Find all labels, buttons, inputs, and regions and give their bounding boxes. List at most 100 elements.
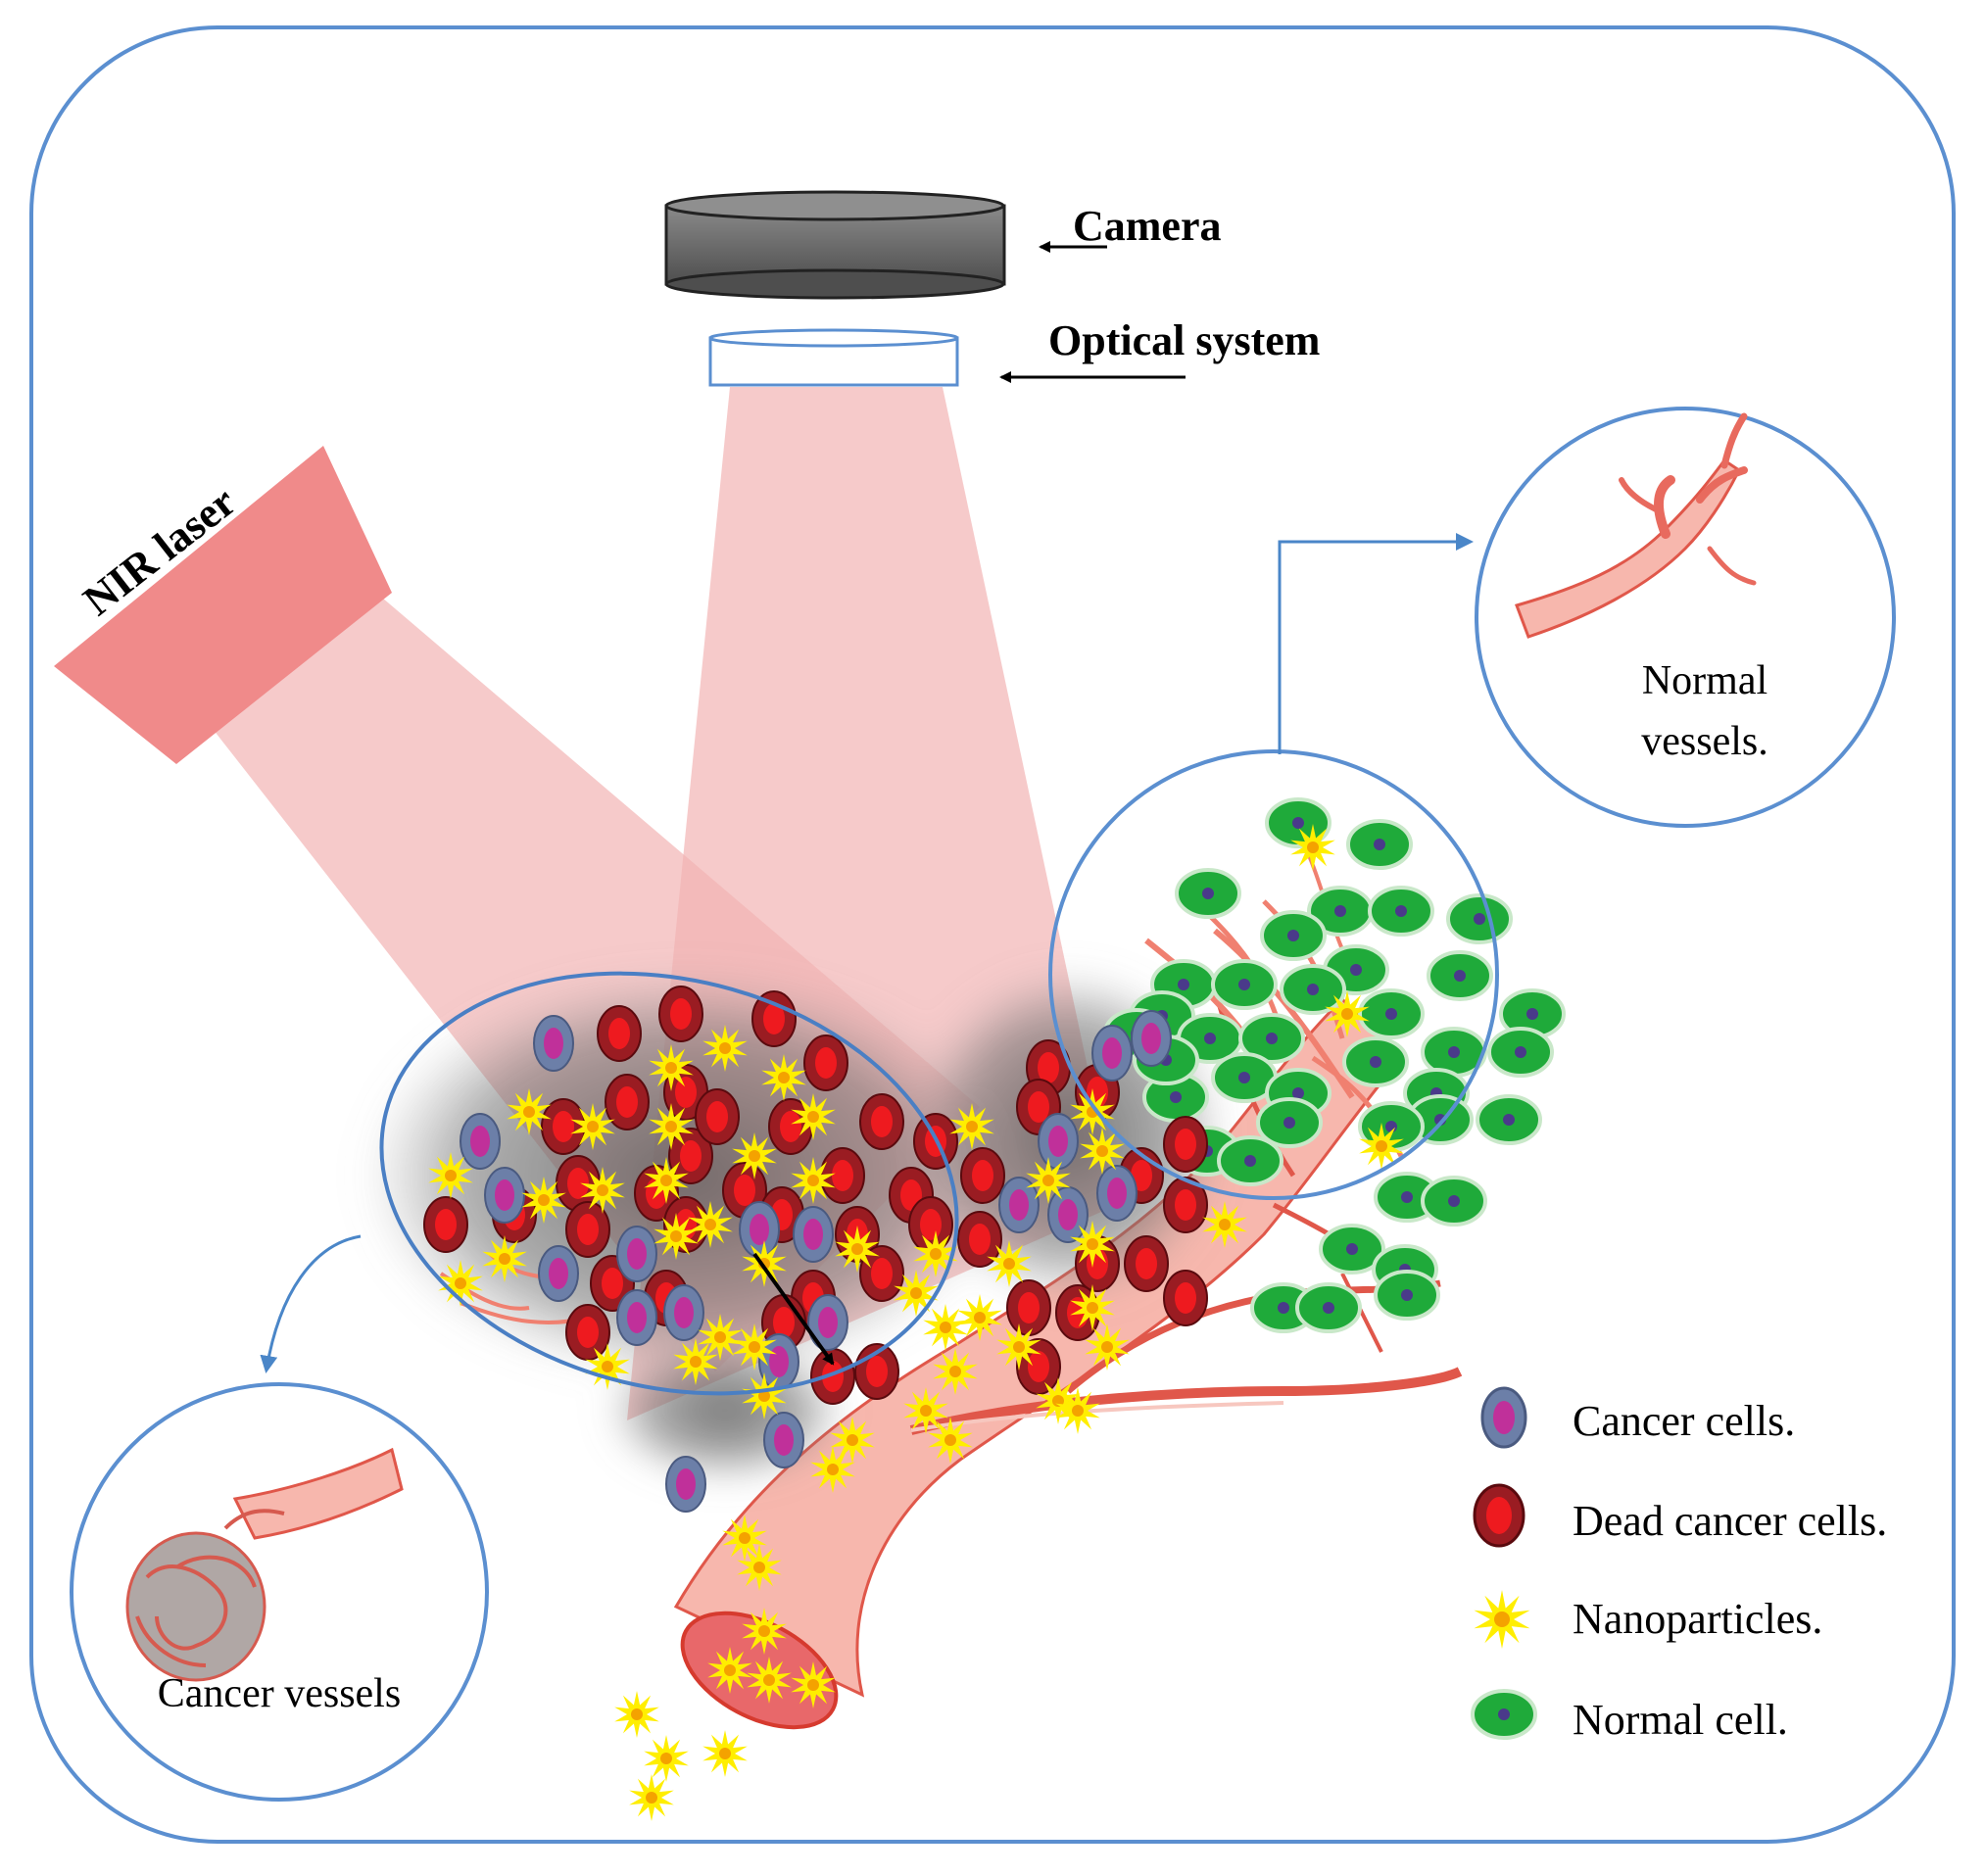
normal-cell	[1217, 1135, 1283, 1186]
cancer-cell	[663, 1284, 704, 1341]
dead-cancer-cell	[859, 1093, 904, 1150]
nanoparticle	[1325, 990, 1370, 1037]
nanoparticle	[507, 1088, 552, 1135]
dead-cancer-cell	[1163, 1270, 1208, 1326]
cancer-cell	[538, 1245, 579, 1302]
dead-cancer-cell	[1006, 1279, 1051, 1336]
nir-laser-icon	[54, 446, 392, 764]
normal-cell	[1476, 1094, 1542, 1145]
nanoparticle	[949, 1103, 994, 1150]
tumor-arrow	[752, 1252, 835, 1366]
nanoparticle	[747, 1657, 792, 1704]
nanoparticle	[1085, 1323, 1130, 1371]
nanoparticle	[673, 1338, 718, 1385]
nanoparticle	[438, 1260, 483, 1307]
nanoparticle	[1290, 824, 1335, 871]
normal-vessels-connector	[1278, 533, 1474, 754]
normal-vessels-label-line2: vessels.	[1641, 719, 1768, 764]
nanoparticle	[894, 1270, 939, 1317]
cancer-cell	[807, 1294, 848, 1351]
dead-cancer-cell	[908, 1196, 953, 1253]
normal-cell	[1427, 950, 1493, 1001]
cancer-cell	[616, 1289, 657, 1346]
dead-cancer-cell	[957, 1211, 1002, 1268]
cancer-cell	[1096, 1165, 1138, 1222]
nanoparticle	[654, 1213, 699, 1260]
camera-device-icon	[664, 190, 1006, 300]
nanoparticle	[1036, 1377, 1081, 1424]
dead-cancer-cell	[658, 986, 703, 1042]
dead-cancer-cell	[810, 1348, 855, 1405]
nanoparticle	[1080, 1128, 1125, 1175]
nanoparticle	[1055, 1387, 1100, 1434]
dead-cancer-cell	[751, 990, 797, 1047]
dead-cancer-cell	[960, 1147, 1005, 1204]
cancer-cell	[1038, 1113, 1079, 1170]
nanoparticle	[742, 1372, 787, 1419]
nanoparticle	[644, 1735, 689, 1782]
normal-cell	[1487, 1027, 1554, 1078]
normal-cell	[1319, 1224, 1385, 1275]
normal-cell	[1446, 893, 1513, 944]
normal-cell	[1260, 910, 1327, 961]
normal-cell	[1295, 1282, 1362, 1333]
cancer-cell	[739, 1201, 780, 1258]
nanoparticle	[702, 1730, 748, 1777]
cancer-cell	[460, 1113, 501, 1170]
legend-label-cancer: Cancer cells.	[1573, 1397, 1795, 1445]
nanoparticle	[791, 1157, 836, 1204]
cancer-cell	[484, 1167, 525, 1224]
cancer-cell	[758, 1333, 799, 1390]
normal-vessels-inset	[1475, 407, 1896, 828]
normal-cell	[1421, 1176, 1487, 1227]
dead-cancer-cell	[565, 1201, 610, 1258]
normal-vessel-icon	[1515, 412, 1757, 639]
nanoparticle	[987, 1240, 1032, 1287]
legend-label-nano: Nanoparticles.	[1573, 1595, 1822, 1643]
nanoparticle	[629, 1774, 674, 1821]
normal-tissue-zoom-circle	[1048, 749, 1499, 1200]
dead-cancer-cell	[1124, 1235, 1169, 1292]
nanoparticle	[644, 1157, 689, 1204]
nanoparticle	[1359, 1123, 1404, 1170]
nanoparticle	[913, 1230, 958, 1277]
legend-item-normal: Normal cell.	[1471, 1689, 1788, 1744]
nanoparticle	[903, 1387, 948, 1434]
normal-cell	[1175, 868, 1241, 919]
nanoparticle	[482, 1235, 527, 1282]
dead-cancer-cell	[859, 1245, 904, 1302]
nanoparticle	[688, 1201, 733, 1248]
nanoparticle	[1070, 1284, 1115, 1331]
nanoparticle	[928, 1417, 973, 1464]
nanoparticle	[761, 1054, 806, 1101]
legend-item-cancer: Cancer cells.	[1480, 1386, 1795, 1449]
dead-cancer-cell	[820, 1147, 865, 1204]
dead-cancer-cell	[565, 1304, 610, 1361]
nanoparticle	[521, 1177, 566, 1224]
nanoparticle	[707, 1647, 752, 1694]
nanoparticle	[737, 1544, 782, 1591]
nanoparticle	[732, 1132, 777, 1179]
nanoparticle	[996, 1323, 1041, 1371]
legend: Cancer cells. Dead cancer cells. Nanopar…	[1471, 1386, 1887, 1744]
nanoparticle	[722, 1515, 767, 1562]
nanoparticle	[957, 1294, 1002, 1341]
normal-vessels-label-line1: Normal	[1642, 658, 1767, 703]
normal-cell	[1342, 1036, 1409, 1087]
nanoparticle	[570, 1103, 615, 1150]
dead-cancer-cell	[1163, 1116, 1208, 1173]
normal-cell	[1256, 1097, 1323, 1148]
nanoparticle	[428, 1152, 473, 1199]
cancer-cell	[1047, 1186, 1089, 1243]
dead-cancer-cell	[803, 1034, 848, 1091]
cancer-cell	[533, 1015, 574, 1072]
normal-cell	[1238, 1013, 1305, 1064]
dead-cancer-cell	[695, 1088, 740, 1145]
dead-cancer-cell	[668, 1128, 713, 1184]
nanoparticle	[1202, 1201, 1247, 1248]
cancer-cell	[793, 1206, 834, 1263]
nanoparticle	[810, 1446, 855, 1493]
cancer-vessel-icon	[125, 1447, 404, 1682]
